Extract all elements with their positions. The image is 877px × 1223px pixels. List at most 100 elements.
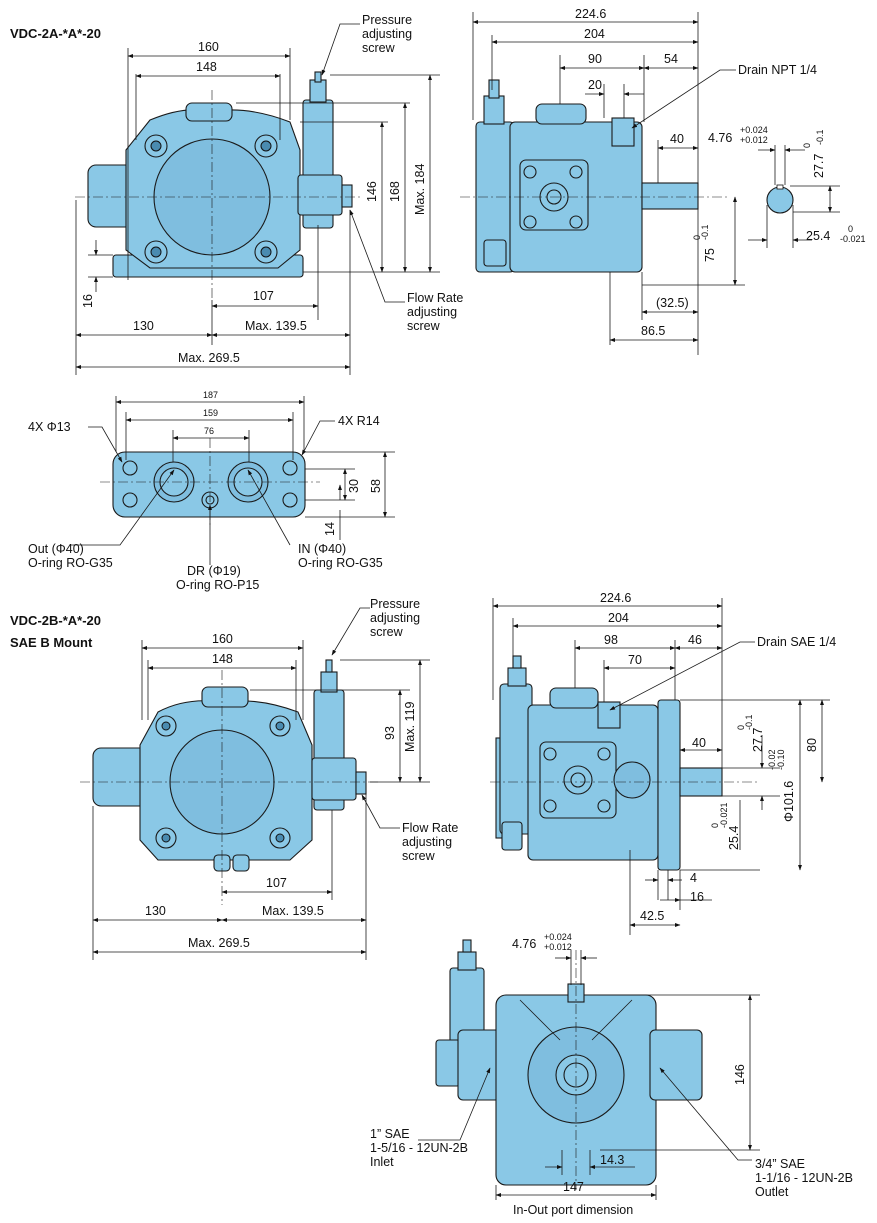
a-flow-label-2: adjusting bbox=[407, 305, 457, 319]
a-dim-max269: Max. 269.5 bbox=[178, 351, 240, 365]
a-drain-label: Drain NPT 1/4 bbox=[738, 63, 817, 77]
a-dim-75-hi: 0 bbox=[692, 235, 702, 240]
a-dim-254-lo: -0.021 bbox=[840, 234, 866, 244]
a-dim-254: 25.4 bbox=[806, 229, 830, 243]
b-rear-dim-147: 147 bbox=[563, 1180, 584, 1194]
a-dim-204: 204 bbox=[584, 27, 605, 41]
a-out-port-1: Out (Φ40) bbox=[28, 542, 84, 556]
a-dim-20: 20 bbox=[588, 78, 602, 92]
b-dim-1016-lo: -0.10 bbox=[776, 749, 786, 770]
a-dim-14: 14 bbox=[323, 522, 337, 536]
b-dim-204: 204 bbox=[608, 611, 629, 625]
b-inlet-label-3: Inlet bbox=[370, 1155, 394, 1169]
a-dim-277-lo: -0.1 bbox=[815, 129, 825, 145]
a-key-tol-lo: +0.012 bbox=[740, 135, 768, 145]
b-pressure-label-2: adjusting bbox=[370, 611, 420, 625]
a-front-view: VDC-2A-*A*-20 Pressure adjusting screw F… bbox=[10, 13, 463, 375]
b-flow-label-1: Flow Rate bbox=[402, 821, 458, 835]
b-dim-93: 93 bbox=[383, 726, 397, 740]
a-key-dim: 4.76 bbox=[708, 131, 732, 145]
b-dim-4: 4 bbox=[690, 871, 697, 885]
b-dim-254-lo: -0.021 bbox=[719, 802, 729, 828]
a-flow-label-1: Flow Rate bbox=[407, 291, 463, 305]
b-pressure-label-3: screw bbox=[370, 625, 404, 639]
a-dim-865: 86.5 bbox=[641, 324, 665, 338]
a-radius-label: 4X R14 bbox=[338, 414, 380, 428]
b-dim-148: 148 bbox=[212, 652, 233, 666]
a-side-view: 224.6 204 90 54 20 Drain NPT 1/4 40 4.76… bbox=[460, 7, 866, 355]
a-dim-325: (32.5) bbox=[656, 296, 689, 310]
b-dim-max269: Max. 269.5 bbox=[188, 936, 250, 950]
b-rear-dim-146: 146 bbox=[733, 1064, 747, 1085]
a-dim-54: 54 bbox=[664, 52, 678, 66]
b-flow-label-2: adjusting bbox=[402, 835, 452, 849]
b-outlet-label-3: Outlet bbox=[755, 1185, 789, 1199]
b-inout-caption: In-Out port dimension bbox=[513, 1203, 633, 1217]
a-flow-label-3: screw bbox=[407, 319, 441, 333]
b-dim-254: 25.4 bbox=[727, 826, 741, 850]
a-dim-max139: Max. 139.5 bbox=[245, 319, 307, 333]
b-dim-max119: Max. 119 bbox=[403, 701, 417, 752]
b-drain-label: Drain SAE 1/4 bbox=[757, 635, 836, 649]
b-rear-key-dim: 4.76 bbox=[512, 937, 536, 951]
a-dim-168: 168 bbox=[388, 181, 402, 202]
a-dim-224: 224.6 bbox=[575, 7, 606, 21]
b-dim-max139: Max. 139.5 bbox=[262, 904, 324, 918]
a-pressure-label-3: screw bbox=[362, 41, 396, 55]
b-flow-label-3: screw bbox=[402, 849, 436, 863]
a-dim-159: 159 bbox=[203, 408, 218, 418]
b-dim-224: 224.6 bbox=[600, 591, 631, 605]
a-dim-107: 107 bbox=[253, 289, 274, 303]
b-dim-425: 42.5 bbox=[640, 909, 664, 923]
title-vdc-2a: VDC-2A-*A*-20 bbox=[10, 26, 101, 41]
b-side-view: 224.6 204 98 46 70 Drain SAE 1/4 40 27.7… bbox=[490, 591, 836, 935]
a-dr-port-1: DR (Φ19) bbox=[187, 564, 241, 578]
a-dim-130: 130 bbox=[133, 319, 154, 333]
a-base-view: 187 159 76 4X Φ13 4X R14 30 58 14 Out (Φ… bbox=[28, 390, 395, 592]
a-out-port-2: O-ring RO-G35 bbox=[28, 556, 113, 570]
a-dim-76: 76 bbox=[204, 426, 214, 436]
b-dim-70: 70 bbox=[628, 653, 642, 667]
b-dim-46: 46 bbox=[688, 633, 702, 647]
a-dim-160: 160 bbox=[198, 40, 219, 54]
b-rear-key-tol-hi: +0.024 bbox=[544, 932, 572, 942]
b-dim-40: 40 bbox=[692, 736, 706, 750]
b-rear-dim-143: 14.3 bbox=[600, 1153, 624, 1167]
a-dim-90: 90 bbox=[588, 52, 602, 66]
b-dim-98: 98 bbox=[604, 633, 618, 647]
a-dim-277: 27.7 bbox=[812, 154, 826, 178]
b-dim-107: 107 bbox=[266, 876, 287, 890]
a-pressure-label-1: Pressure bbox=[362, 13, 412, 27]
b-dim-277-lo: -0.1 bbox=[744, 714, 754, 730]
title-sae-b-mount: SAE B Mount bbox=[10, 635, 93, 650]
b-rear-key-tol-lo: +0.012 bbox=[544, 942, 572, 952]
b-dim-1016-hi: -0.02 bbox=[767, 749, 777, 770]
b-inlet-label-1: 1” SAE bbox=[370, 1127, 410, 1141]
a-dim-75-lo: -0.1 bbox=[700, 224, 710, 240]
b-dim-1016: Φ101.6 bbox=[782, 781, 796, 822]
title-vdc-2b: VDC-2B-*A*-20 bbox=[10, 613, 101, 628]
b-dim-80: 80 bbox=[805, 738, 819, 752]
a-dim-40: 40 bbox=[670, 132, 684, 146]
a-dim-75: 75 bbox=[703, 248, 717, 262]
b-pressure-label-1: Pressure bbox=[370, 597, 420, 611]
b-outlet-label-1: 3/4” SAE bbox=[755, 1157, 805, 1171]
a-dr-port-2: O-ring RO-P15 bbox=[176, 578, 259, 592]
a-pressure-label-2: adjusting bbox=[362, 27, 412, 41]
a-dim-146: 146 bbox=[365, 181, 379, 202]
a-in-port-2: O-ring RO-G35 bbox=[298, 556, 383, 570]
a-dim-277-hi: 0 bbox=[802, 143, 812, 148]
a-dim-16: 16 bbox=[81, 294, 95, 308]
a-dim-58: 58 bbox=[369, 479, 383, 493]
b-rear-view: 4.76 +0.024 +0.012 146 14.3 147 In-Out p… bbox=[370, 932, 853, 1217]
a-holes-label: 4X Φ13 bbox=[28, 420, 71, 434]
b-dim-160: 160 bbox=[212, 632, 233, 646]
b-inlet-label-2: 1-5/16 - 12UN-2B bbox=[370, 1141, 468, 1155]
a-in-port-1: IN (Φ40) bbox=[298, 542, 346, 556]
b-dim-16: 16 bbox=[690, 890, 704, 904]
b-dim-277: 27.7 bbox=[751, 728, 765, 752]
b-outlet-label-2: 1-1/16 - 12UN-2B bbox=[755, 1171, 853, 1185]
b-dim-277-hi: 0 bbox=[736, 725, 746, 730]
a-dim-148: 148 bbox=[196, 60, 217, 74]
